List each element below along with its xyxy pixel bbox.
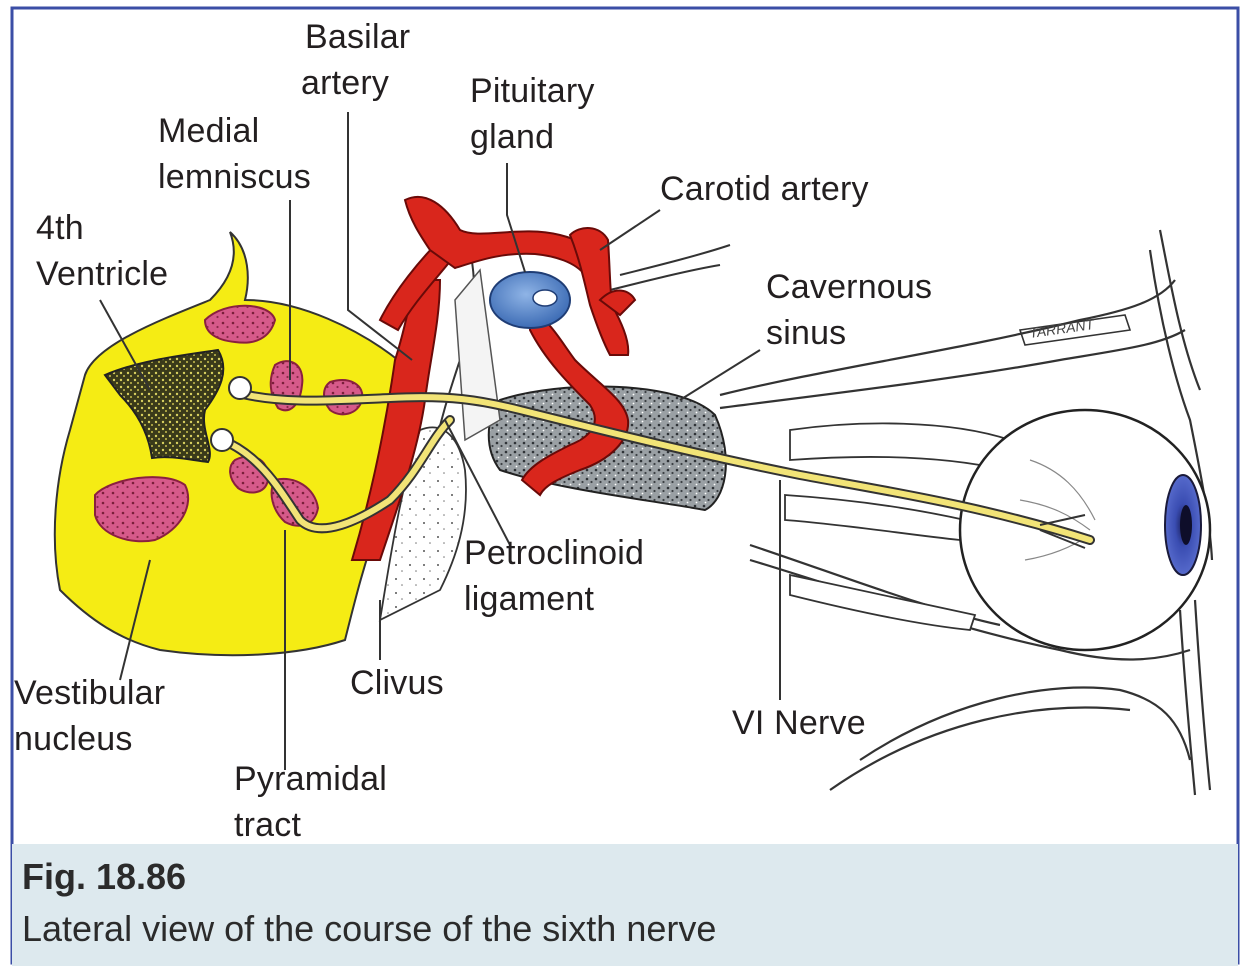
label-carotid-artery: Carotid artery bbox=[660, 166, 869, 212]
label-vi-nerve: VI Nerve bbox=[732, 700, 866, 746]
eyeball bbox=[960, 410, 1210, 650]
figure-title: Lateral view of the course of the sixth … bbox=[22, 908, 716, 950]
label-clivus: Clivus bbox=[350, 660, 444, 706]
artist-signature: TARRANT bbox=[1028, 316, 1096, 341]
figure-number: Fig. 18.86 bbox=[22, 856, 186, 898]
pituitary-gland-shape bbox=[490, 272, 570, 328]
